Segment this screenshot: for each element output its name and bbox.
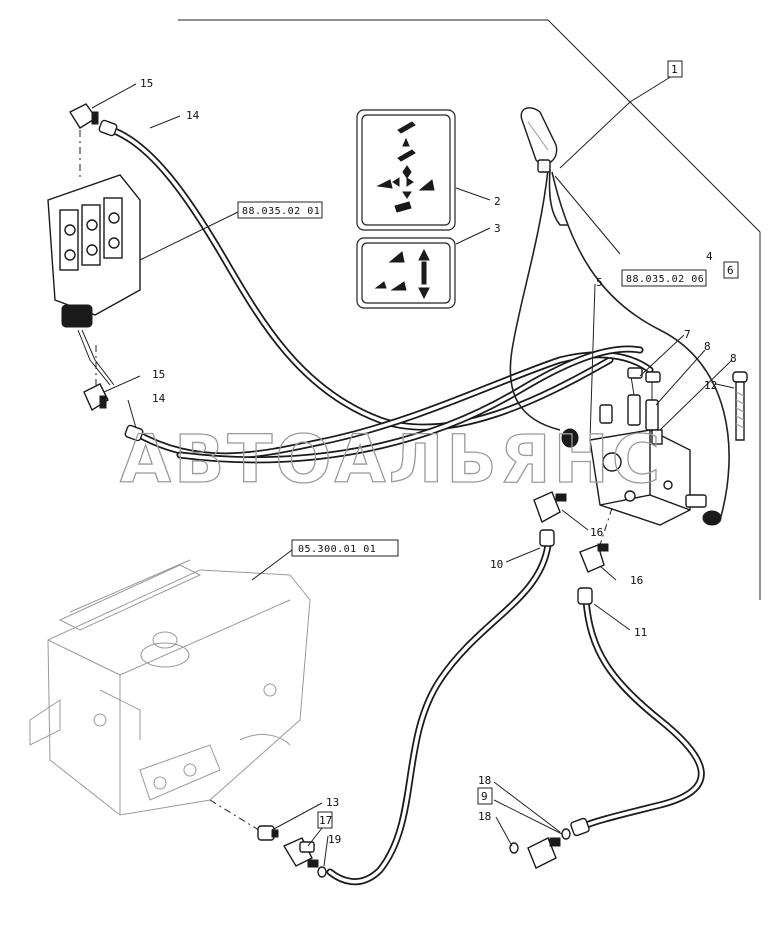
elbow-fitting-16-left	[533, 491, 567, 524]
callout-box	[477, 787, 493, 805]
callout-7: 7	[684, 328, 691, 341]
o-ring-18-upper	[561, 828, 571, 840]
callout-15a: 15	[140, 77, 153, 90]
callout-8a: 8	[704, 340, 711, 353]
callout-19: 19	[328, 833, 341, 846]
leader-lines	[91, 75, 735, 867]
callout-12: 12	[704, 379, 717, 392]
callouts: 1 2 3 4 5 6 7 8 8 9 10 11 12 13 14 14 15…	[140, 60, 739, 846]
reference-box-88-035-02-01: 88.035.02 01	[237, 201, 323, 219]
adapter-13	[257, 825, 279, 841]
reference-box-05-300-01-01: 05.300.01 01	[291, 539, 399, 557]
hose-end-14-upper	[98, 119, 118, 137]
callout-18b: 18	[478, 810, 491, 823]
callout-16b: 16	[630, 574, 643, 587]
tee-fitting-17	[282, 837, 319, 868]
callout-5: 5	[596, 276, 603, 289]
hose-11	[576, 596, 705, 832]
callout-17: 17	[319, 814, 332, 827]
hose-14-upper	[102, 124, 614, 431]
callout-1: 1	[671, 63, 678, 76]
elbow-fitting-15-upper	[68, 103, 99, 129]
o-ring-19	[317, 866, 327, 878]
bolt-12	[732, 371, 748, 441]
callout-box	[667, 60, 683, 78]
callout-14b: 14	[152, 392, 166, 405]
watermark-text: АВТОАЛЬЯНС	[120, 421, 663, 498]
joystick-lever	[520, 107, 558, 173]
callout-box	[317, 811, 333, 829]
hose-loop	[176, 345, 644, 464]
assembly-frame	[178, 19, 761, 600]
reference-text: 05.300.01 01	[298, 544, 376, 555]
hose-10	[326, 541, 552, 886]
callout-9: 9	[481, 790, 488, 803]
callout-box	[723, 261, 739, 279]
elbow-fitting-16-right	[579, 543, 609, 573]
callout-13: 13	[326, 796, 339, 809]
hose-end-10-top	[539, 529, 555, 547]
control-valve-bank	[47, 174, 141, 386]
callout-10: 10	[490, 558, 503, 571]
callout-2: 2	[494, 195, 501, 208]
joystick-cable	[509, 169, 730, 521]
hose-end-11-top	[577, 587, 593, 605]
callout-18a: 18	[478, 774, 491, 787]
callout-14a: 14	[186, 109, 200, 122]
callout-4: 4	[706, 250, 713, 263]
centerline-tank	[209, 799, 263, 833]
callout-11: 11	[634, 626, 647, 639]
callout-8b: 8	[730, 352, 737, 365]
elbow-fitting-15-lower	[83, 383, 109, 412]
hydraulic-tank	[29, 559, 311, 816]
decal-card-3	[356, 237, 456, 309]
reference-text: 88.035.02 06	[626, 274, 704, 285]
reference-text: 88.035.02 01	[242, 206, 320, 217]
hose-end-11-bottom	[570, 817, 590, 837]
callout-3: 3	[494, 222, 501, 235]
elbow-fitting-18	[527, 837, 561, 869]
decal-card-2	[356, 109, 456, 231]
reference-box-88-035-02-06: 88.035.02 06	[621, 269, 707, 287]
callout-16a: 16	[590, 526, 603, 539]
valve-block	[561, 367, 722, 526]
centerline-16	[599, 507, 613, 546]
callout-6: 6	[727, 264, 734, 277]
callout-15b: 15	[152, 368, 165, 381]
